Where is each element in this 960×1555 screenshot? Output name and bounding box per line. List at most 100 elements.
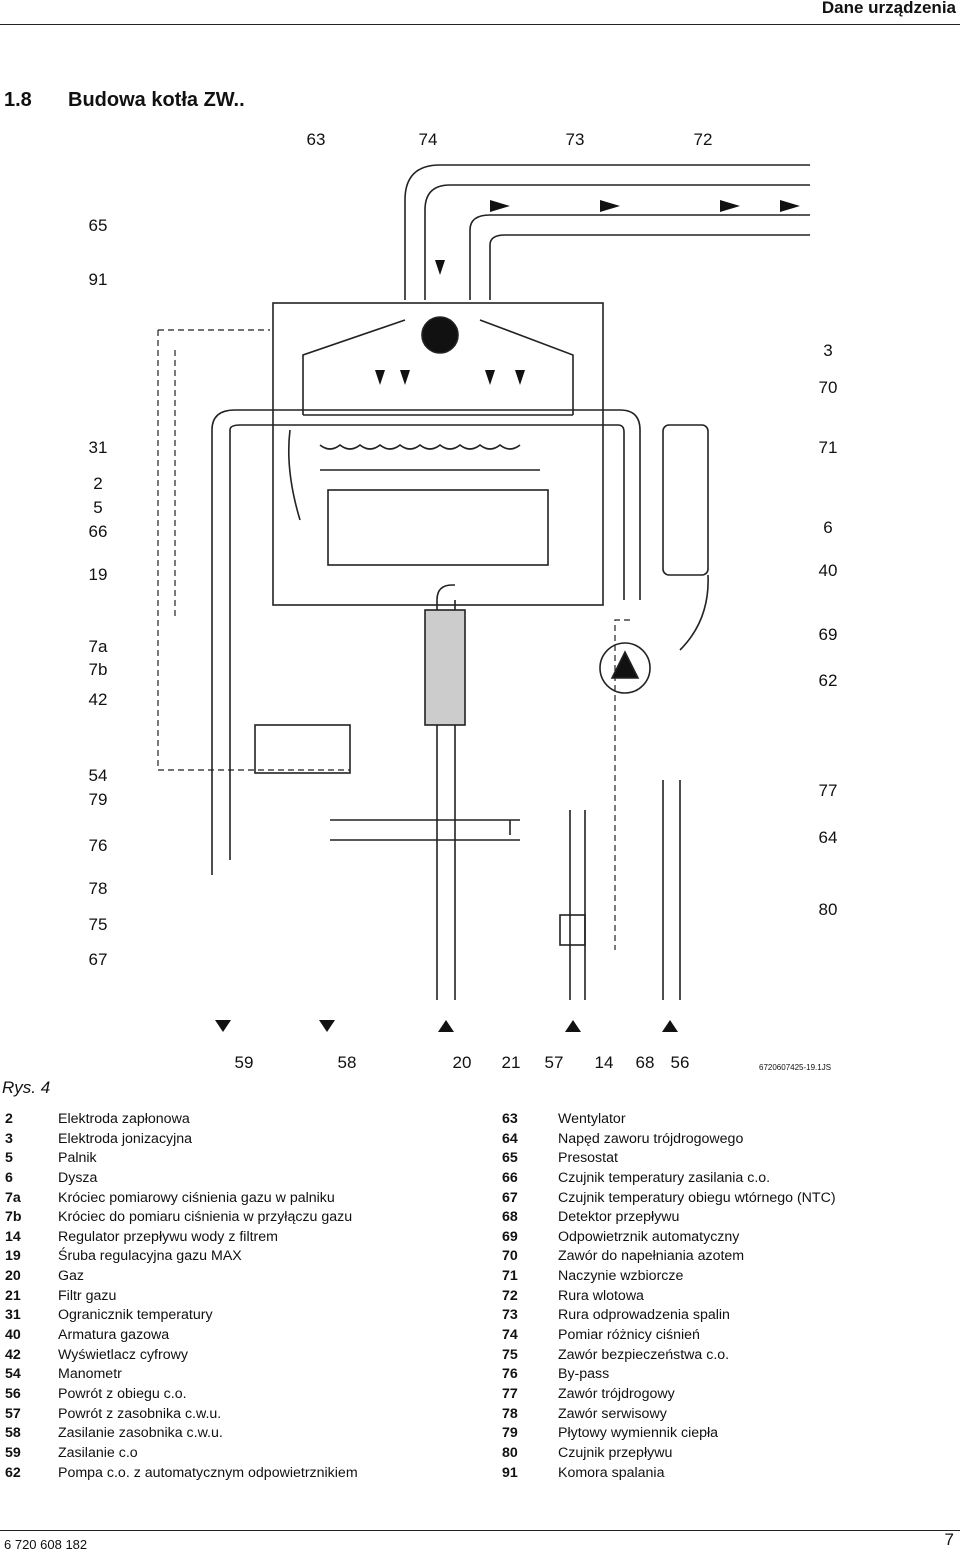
figure-caption: Rys. 4 (2, 1078, 51, 1097)
legend-text: Powrót z obiegu c.o. (58, 1385, 187, 1402)
legend-text: Regulator przepływu wody z filtrem (58, 1228, 278, 1245)
legend-number: 5 (5, 1150, 13, 1167)
legend-number: 91 (502, 1464, 518, 1481)
callout-91: 91 (88, 270, 108, 289)
legend-text: Płytowy wymiennik ciepła (558, 1425, 719, 1442)
legend-item: 71 Naczynie wzbiorcze (502, 1267, 836, 1287)
legend-text: Dysza (58, 1169, 98, 1186)
legend-number: 20 (5, 1268, 21, 1285)
callout-56: 56 (670, 1053, 690, 1072)
callout-20: 20 (452, 1053, 472, 1072)
legend-number: 72 (502, 1287, 518, 1304)
legend-number: 40 (5, 1327, 21, 1344)
legend-text: Czujnik temperatury obiegu wtórnego (NTC… (558, 1189, 836, 1206)
legend-text: Zasilanie zasobnika c.w.u. (58, 1425, 223, 1442)
callout-58: 58 (337, 1053, 357, 1072)
legend-text: Śruba regulacyjna gazu MAX (58, 1248, 242, 1265)
legend-text: Presostat (558, 1150, 618, 1167)
footer-divider (0, 1530, 960, 1531)
legend-text: Naczynie wzbiorcze (558, 1268, 684, 1285)
legend-number: 71 (502, 1268, 518, 1285)
legend-item: 5 Palnik (5, 1149, 358, 1169)
drawing-code: 6720607425-19.1JS (759, 1063, 832, 1072)
callout-5: 5 (93, 498, 103, 517)
legend-number: 7b (5, 1209, 22, 1226)
callout-19: 19 (88, 565, 108, 584)
callout-54: 54 (88, 766, 108, 785)
callout-21: 21 (501, 1053, 521, 1072)
callout-57: 57 (544, 1053, 564, 1072)
legend-text: Komora spalania (558, 1464, 665, 1481)
callout-72: 72 (693, 130, 713, 149)
legend-text: Króciec pomiarowy ciśnienia gazu w palni… (58, 1189, 335, 1206)
legend-number: 64 (502, 1130, 518, 1147)
legend-number: 2 (5, 1111, 13, 1127)
legend-text: Wyświetlacz cyfrowy (58, 1346, 188, 1363)
legend-item: 56 Powrót z obiegu c.o. (5, 1385, 358, 1405)
legend-item: 73 Rura odprowadzenia spalin (502, 1306, 836, 1326)
document-number: 6 720 608 182 (4, 1537, 88, 1552)
legend-text: Detektor przepływu (558, 1209, 680, 1226)
combustion-chamber (272, 302, 604, 606)
callout-64: 64 (818, 828, 838, 847)
legend-number: 69 (502, 1228, 518, 1245)
section-header: Dane urządzenia (821, 0, 956, 17)
legend-item: 91 Komora spalania (502, 1464, 836, 1484)
legend-text: Zawór do napełniania azotem (558, 1248, 745, 1265)
legend-number: 14 (5, 1228, 21, 1245)
legend-text: Ogranicznik temperatury (58, 1307, 213, 1324)
legend-item: 42 Wyświetlacz cyfrowy (5, 1346, 358, 1366)
callout-31: 31 (88, 438, 108, 457)
legend-text: Zasilanie c.o (58, 1444, 138, 1461)
legend-text: Zawór trójdrogowy (558, 1385, 675, 1402)
section-number: 1.8 (4, 89, 32, 111)
callout-77: 77 (818, 781, 838, 800)
legend-item: 31 Ogranicznik temperatury (5, 1306, 358, 1326)
legend-text: Rura odprowadzenia spalin (558, 1307, 730, 1324)
legend-text: Pomiar różnicy ciśnień (558, 1327, 700, 1344)
callout-62: 62 (818, 671, 838, 690)
legend-text: Czujnik temperatury zasilania c.o. (558, 1169, 771, 1186)
vessel-pipe (679, 574, 709, 651)
callout-6: 6 (823, 518, 833, 537)
legend-number: 31 (5, 1307, 21, 1324)
legend-number: 76 (502, 1366, 518, 1383)
callout-14: 14 (594, 1053, 614, 1072)
legend-number: 73 (502, 1307, 518, 1324)
legend-text: Króciec do pomiaru ciśnienia w przyłączu… (58, 1209, 353, 1226)
callout-71: 71 (818, 438, 838, 457)
legend-text: Zawór bezpieczeństwa c.o. (558, 1346, 730, 1363)
callout-75: 75 (88, 915, 108, 934)
callout-40: 40 (818, 561, 838, 580)
legend-text: Palnik (58, 1150, 97, 1167)
legend-number: 56 (5, 1385, 21, 1402)
legend-number: 62 (5, 1464, 21, 1481)
legend-number: 42 (5, 1346, 21, 1363)
legend-number: 57 (5, 1405, 21, 1422)
callout-78: 78 (88, 879, 108, 898)
callout-73: 73 (565, 130, 585, 149)
legend-number: 63 (502, 1111, 518, 1127)
legend-number: 59 (5, 1444, 21, 1461)
